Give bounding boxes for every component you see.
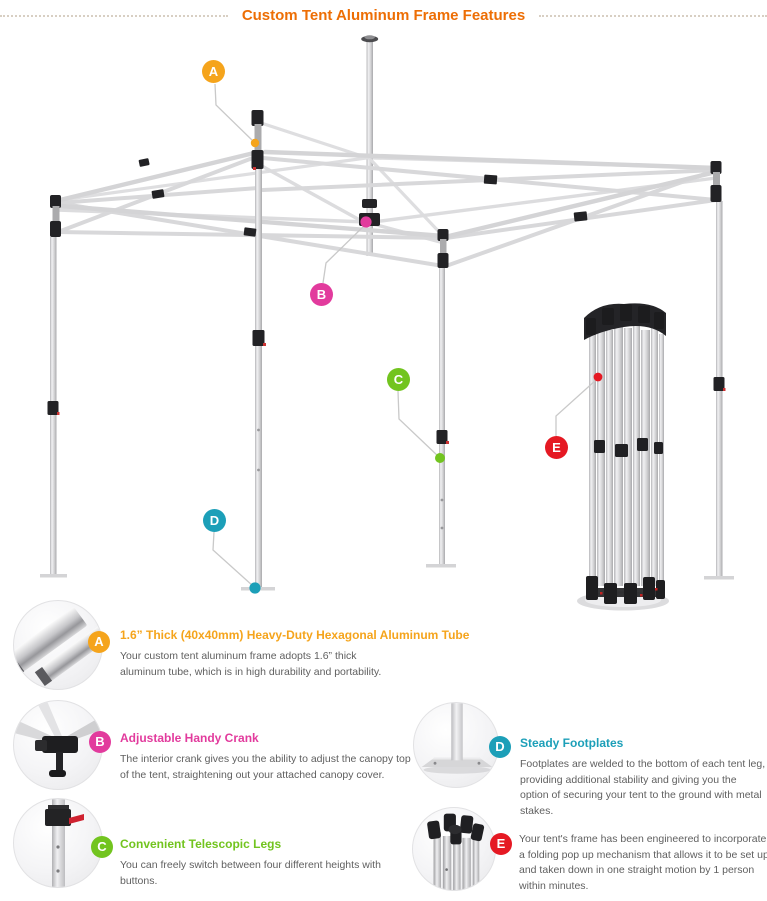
header: Custom Tent Aluminum Frame Features <box>0 0 767 30</box>
feature-b-title: Adjustable Handy Crank <box>120 731 259 745</box>
dotted-rule-right <box>539 15 767 17</box>
feature-b-badge: B <box>89 731 111 753</box>
feature-e-description: Your tent's frame has been engineered to… <box>519 833 767 892</box>
footplate-image <box>421 703 493 774</box>
footplate-photo <box>413 702 499 788</box>
feature-b-description: The interior crank gives you the ability… <box>120 753 411 781</box>
feature-row-crank: B Adjustable Handy Crank The interior cr… <box>13 700 753 795</box>
feature-a-badge: A <box>88 631 110 653</box>
feature-c-badge: C <box>91 836 113 858</box>
callout-e-badge: E <box>545 436 568 459</box>
callout-a-badge: A <box>202 60 225 83</box>
feature-a-description: Your custom tent aluminum frame adopts 1… <box>120 650 382 678</box>
folded-frame-photo <box>412 807 496 891</box>
tent-frame <box>40 35 734 591</box>
roof-edge-rails <box>57 149 719 239</box>
feature-d-description: Footplates are welded to the bottom of e… <box>520 758 766 817</box>
feature-row-aluminum-tube: A 1.6” Thick (40x40mm) Heavy-Duty Hexago… <box>13 598 753 694</box>
frame-joints <box>47 110 725 444</box>
center-pole <box>366 40 373 256</box>
callout-d-badge: D <box>203 509 226 532</box>
dotted-rule-left <box>0 15 228 17</box>
callout-c-badge: C <box>387 368 410 391</box>
callout-leader-lines <box>212 83 597 587</box>
feature-d-title: Steady Footplates <box>520 736 624 750</box>
crank-image <box>14 701 102 777</box>
page-title: Custom Tent Aluminum Frame Features <box>241 7 526 24</box>
feature-row-telescopic-legs: C Convenient Telescopic Legs You can fre… <box>13 797 753 893</box>
folded-frame <box>577 303 669 611</box>
red-latch-marks <box>57 167 726 444</box>
feature-row-footplates: D Steady Footplates Footplates are welde… <box>413 697 767 817</box>
feature-d-badge: D <box>489 736 511 758</box>
feature-c-title: Convenient Telescopic Legs <box>120 837 282 851</box>
leg-button-holes <box>257 428 444 530</box>
feature-row-folding-mechanism: E Your tent's frame has been engineered … <box>412 801 767 901</box>
folded-mid-clamps <box>594 438 663 457</box>
eave-scissor-rails <box>56 154 718 268</box>
telescopic-leg-image <box>45 799 84 887</box>
callout-target-dots <box>249 138 603 594</box>
feature-a-title: 1.6” Thick (40x40mm) Heavy-Duty Hexagona… <box>120 628 470 642</box>
callout-b-badge: B <box>310 283 333 306</box>
folded-feet <box>586 576 665 604</box>
tent-frame-illustration <box>40 35 734 611</box>
telescopic-leg-photo <box>13 798 103 888</box>
folded-frame-image <box>427 813 485 890</box>
feature-c-description: You can freely switch between four diffe… <box>120 859 381 887</box>
crank-photo <box>13 700 103 790</box>
feature-e-badge: E <box>490 833 512 855</box>
